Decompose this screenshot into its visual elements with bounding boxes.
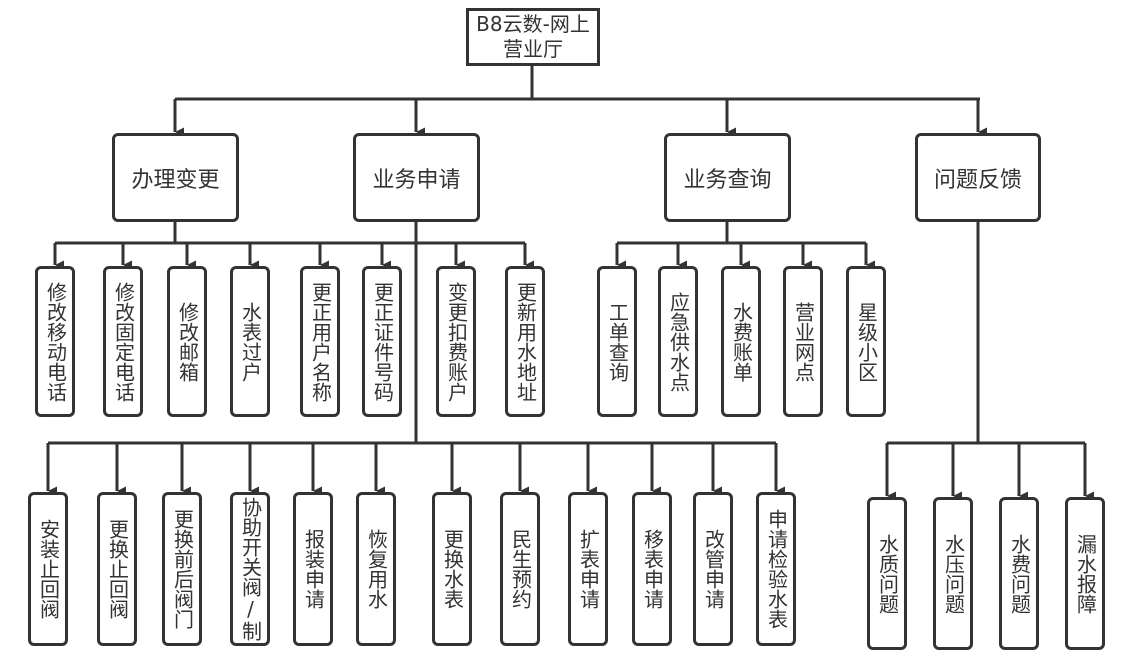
category-label: 业务查询	[683, 167, 772, 193]
leaf-label: 恢复用水	[364, 529, 389, 609]
leaf-label: 改管申请	[701, 529, 726, 609]
leaf-business-apply[interactable]: 更换前后阀门	[162, 492, 202, 646]
leaf-label: 更新用水地址	[513, 281, 538, 402]
leaf-business-apply[interactable]: 民生预约	[500, 492, 540, 646]
category-handle-change[interactable]: 办理变更	[112, 133, 239, 222]
leaf-business-apply[interactable]: 扩表申请	[568, 492, 608, 646]
leaf-label: 工单查询	[605, 301, 630, 382]
leaf-label: 申请检验水表	[764, 509, 789, 629]
leaf-business-apply[interactable]: 更新用水地址	[505, 266, 545, 417]
leaf-label: 水费账单	[729, 301, 754, 382]
leaf-business-apply[interactable]: 协助开关阀/制	[230, 492, 270, 646]
leaf-label: 更正用户名称	[308, 281, 333, 402]
leaf-label: 变更扣费账户	[444, 281, 469, 402]
leaf-label: 修改邮箱	[175, 301, 200, 382]
leaf-label: 水费问题	[1007, 533, 1032, 614]
leaf-feedback[interactable]: 水费问题	[999, 497, 1039, 650]
leaf-business-apply[interactable]: 安装止回阀	[28, 492, 68, 646]
leaf-handle-change[interactable]: 水表过户	[230, 266, 270, 417]
category-label: 业务申请	[372, 167, 461, 193]
leaf-handle-change[interactable]: 修改移动电话	[35, 266, 75, 417]
leaf-business-query[interactable]: 应急供水点	[658, 266, 698, 417]
leaf-label: 民生预约	[508, 529, 533, 609]
leaf-label: 更换水表	[440, 529, 465, 609]
root-node[interactable]: B8云数-网上营业厅	[466, 8, 600, 66]
leaf-label: 营业网点	[791, 301, 816, 382]
leaf-handle-change[interactable]: 修改邮箱	[167, 266, 207, 417]
category-business-apply[interactable]: 业务申请	[353, 133, 480, 222]
leaf-business-query[interactable]: 营业网点	[783, 266, 823, 417]
leaf-business-apply[interactable]: 恢复用水	[356, 492, 396, 646]
category-label: 办理变更	[131, 167, 220, 193]
leaf-business-apply[interactable]: 报装申请	[293, 492, 333, 646]
leaf-feedback[interactable]: 漏水报障	[1065, 497, 1105, 650]
leaf-business-query[interactable]: 水费账单	[721, 266, 761, 417]
leaf-label: 应急供水点	[666, 291, 691, 392]
leaf-label: 修改固定电话	[111, 281, 136, 402]
leaf-business-apply[interactable]: 改管申请	[693, 492, 733, 646]
leaf-business-apply[interactable]: 申请检验水表	[756, 492, 796, 646]
leaf-feedback[interactable]: 水质问题	[867, 497, 907, 650]
leaf-label: 安装止回阀	[36, 519, 61, 619]
leaf-label: 更换止回阀	[105, 519, 130, 619]
leaf-label: 星级小区	[854, 301, 879, 382]
leaf-label: 漏水报障	[1073, 533, 1098, 614]
leaf-label: 水质问题	[875, 533, 900, 614]
leaf-label: 修改移动电话	[43, 281, 68, 402]
leaf-label: 更换前后阀门	[170, 509, 195, 629]
leaf-business-query[interactable]: 星级小区	[846, 266, 886, 417]
category-business-query[interactable]: 业务查询	[664, 133, 791, 222]
leaf-business-query[interactable]: 工单查询	[597, 266, 637, 417]
category-label: 问题反馈	[933, 167, 1022, 193]
leaf-feedback[interactable]: 水压问题	[933, 497, 973, 650]
leaf-business-apply[interactable]: 更换水表	[432, 492, 472, 646]
leaf-label: 更正证件号码	[370, 281, 395, 402]
leaf-handle-change[interactable]: 修改固定电话	[103, 266, 143, 417]
leaf-handle-change[interactable]: 更正证件号码	[362, 266, 402, 417]
category-feedback[interactable]: 问题反馈	[915, 133, 1041, 222]
leaf-handle-change[interactable]: 更正用户名称	[300, 266, 340, 417]
leaf-label: 水表过户	[238, 301, 263, 382]
leaf-label: 移表申请	[640, 529, 665, 609]
leaf-business-apply[interactable]: 更换止回阀	[97, 492, 137, 646]
leaf-label: 报装申请	[301, 529, 326, 609]
leaf-label: 扩表申请	[576, 529, 601, 609]
leaf-label: 协助开关阀/制	[238, 497, 263, 641]
leaf-business-apply[interactable]: 移表申请	[632, 492, 672, 646]
root-label: B8云数-网上营业厅	[476, 12, 590, 61]
leaf-label: 水压问题	[941, 533, 966, 614]
leaf-business-apply[interactable]: 变更扣费账户	[436, 266, 476, 417]
